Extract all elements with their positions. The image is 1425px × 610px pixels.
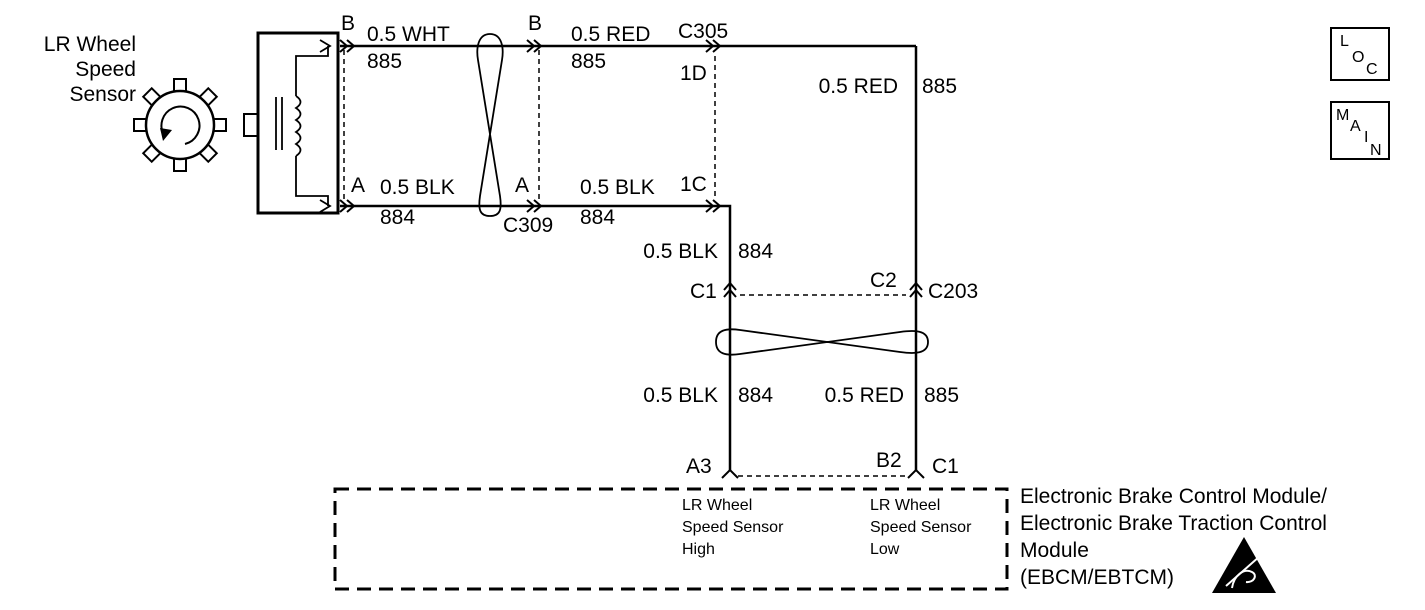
low-label-line1: LR Wheel [870, 497, 940, 514]
module-inner-labels: LR Wheel Speed Sensor High LR Wheel Spee… [682, 497, 972, 558]
main-icon-letter-n: N [1370, 142, 1382, 159]
lower-wires [728, 300, 918, 470]
connector-c203: C203 [928, 280, 978, 303]
mid-labels: 0.5 BLK 884 C1 C2 C203 [643, 240, 978, 303]
pin-a-sensor: A [351, 174, 365, 197]
connector-c309: C309 [503, 214, 553, 237]
connector-c305: C305 [678, 20, 728, 43]
right-red-circuit: 885 [922, 75, 957, 98]
module-name-line1: Electronic Brake Control Module/ [1020, 485, 1327, 508]
mid-blk-circuit: 884 [738, 240, 773, 263]
blk-wire-circuit-1: 884 [380, 206, 415, 229]
loc-icon-letter-l: L [1340, 33, 1349, 50]
loc-icon-letter-c: C [1366, 61, 1378, 78]
sensor-label: LR Wheel Speed Sensor [44, 33, 136, 106]
lower-red-label: 0.5 RED [825, 384, 904, 407]
high-label-line1: LR Wheel [682, 497, 752, 514]
wht-wire-label: 0.5 WHT [367, 23, 450, 46]
lower-red-circuit: 885 [924, 384, 959, 407]
pin-b2: B2 [876, 449, 902, 472]
pin-a-c309: A [515, 174, 529, 197]
upper-labels: B A 0.5 WHT 885 0.5 BLK 884 B A 0.5 RED … [341, 12, 957, 237]
blk-wire-label-2: 0.5 BLK [580, 176, 655, 199]
sensor-label-line2: Speed [75, 58, 136, 81]
pin-b-sensor: B [341, 12, 355, 35]
pin-1c: 1C [680, 173, 707, 196]
low-label-line3: Low [870, 541, 900, 558]
lower-blk-circuit: 884 [738, 384, 773, 407]
wht-wire-circuit: 885 [367, 50, 402, 73]
twisted-pair-upper [476, 33, 504, 217]
low-label-line2: Speed Sensor [870, 519, 972, 536]
pin-c1: C1 [690, 280, 717, 303]
twisted-pair-lower [715, 328, 929, 356]
right-red-label: 0.5 RED [819, 75, 898, 98]
loc-icon[interactable]: L O C [1330, 27, 1390, 81]
red-wire-label-2: 0.5 RED [571, 23, 650, 46]
pin-a3: A3 [686, 455, 712, 478]
sensor-label-line1: LR Wheel [44, 33, 136, 56]
lower-labels: 0.5 BLK 884 0.5 RED 885 [643, 384, 959, 407]
main-icon[interactable]: M A I N [1330, 101, 1390, 160]
module-name-line2: Electronic Brake Traction Control [1020, 512, 1327, 535]
blk-wire-circuit-2: 884 [580, 206, 615, 229]
module-connector-marks [721, 468, 925, 479]
module-name: Electronic Brake Control Module/ Electro… [1020, 485, 1327, 589]
connector-c1-module: C1 [932, 455, 959, 478]
sensor-label-line3: Sensor [69, 83, 136, 106]
blk-wire-label-1: 0.5 BLK [380, 176, 455, 199]
high-label-line3: High [682, 541, 715, 558]
module-name-line3: Module [1020, 539, 1089, 562]
high-label-line2: Speed Sensor [682, 519, 784, 536]
pin-c2: C2 [870, 269, 897, 292]
pin-b-c309: B [528, 12, 542, 35]
upper-wires [340, 44, 918, 300]
module-pin-labels: A3 B2 C1 [686, 449, 959, 478]
red-wire-circuit-2: 885 [571, 50, 606, 73]
module-name-line4: (EBCM/EBTCM) [1020, 566, 1174, 589]
main-icon-letter-a: A [1350, 118, 1361, 135]
main-icon-letter-m: M [1336, 107, 1349, 124]
connector-marks-upper [339, 39, 722, 213]
main-icon-letter-i: I [1364, 129, 1368, 146]
tone-wheel-icon [133, 78, 227, 172]
mid-blk-label: 0.5 BLK [643, 240, 718, 263]
pin-1d: 1D [680, 62, 707, 85]
connector-c203-marks [723, 281, 923, 298]
loc-icon-letter-o: O [1352, 49, 1364, 66]
esd-warning-icon [1212, 537, 1276, 593]
sensor-body [243, 31, 340, 215]
ebcm-module-box [333, 487, 1009, 591]
lower-blk-label: 0.5 BLK [643, 384, 718, 407]
